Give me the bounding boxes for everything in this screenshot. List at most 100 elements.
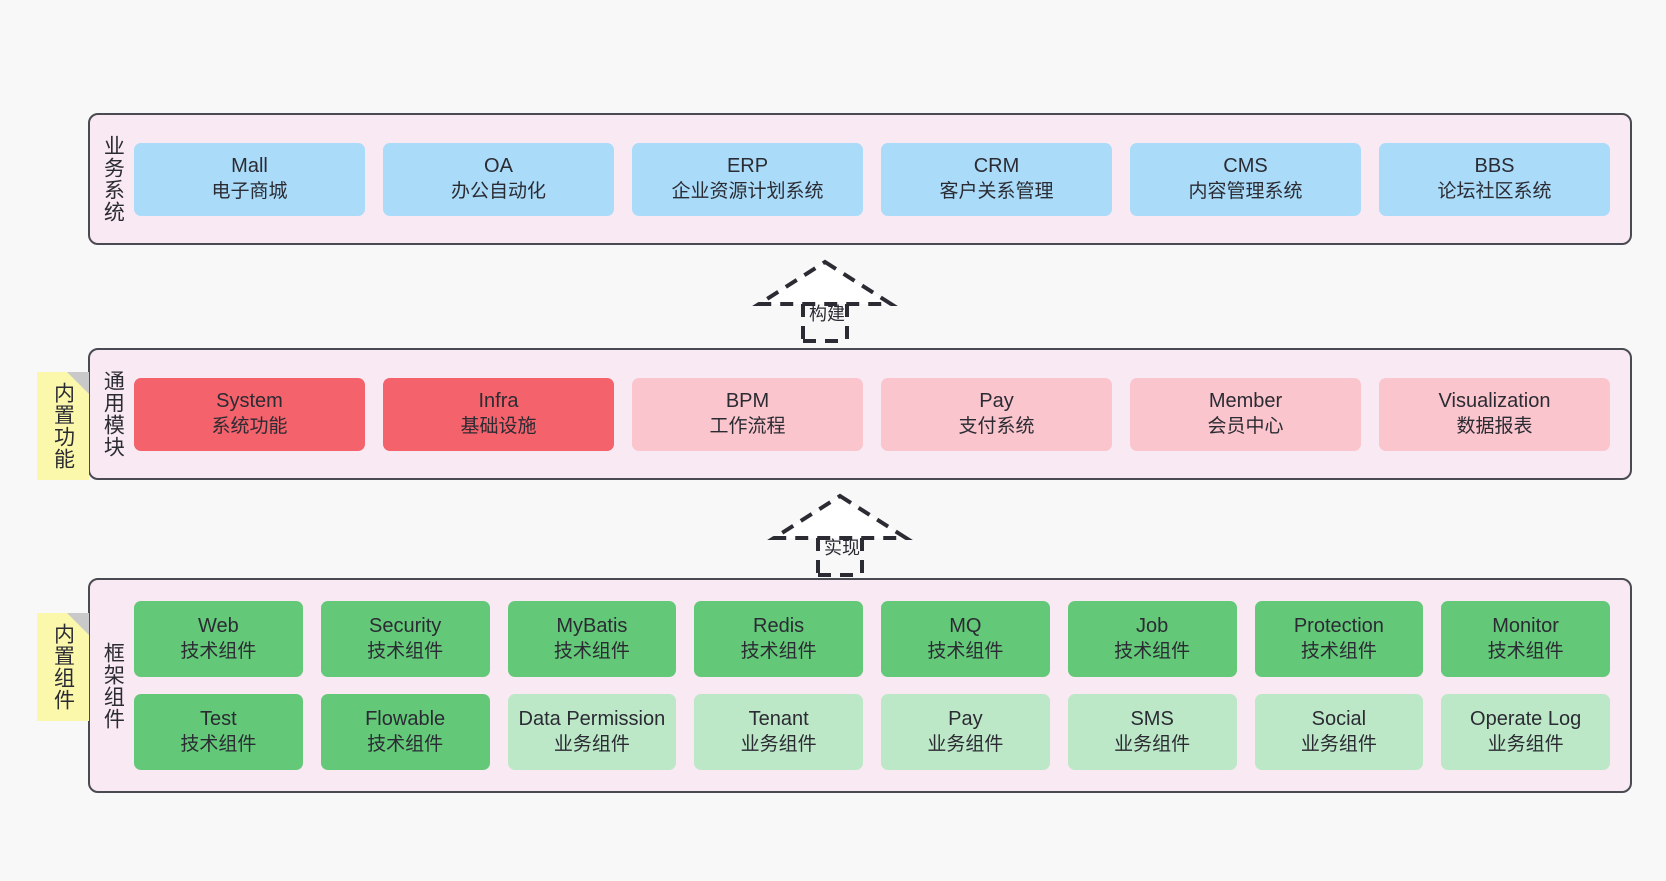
connector-stem-icon (816, 538, 864, 577)
note-builtin-function: 内置功能 (37, 372, 89, 480)
node-title: Data Permission (518, 708, 666, 731)
node-cms[interactable]: CMS 内容管理系统 (1130, 142, 1361, 216)
node-title: Protection (1293, 615, 1384, 638)
node-title: Job (1136, 615, 1169, 638)
node-subtitle: 技术组件 (553, 640, 630, 662)
node-oa[interactable]: OA 办公自动化 (383, 142, 614, 216)
node-mybatis[interactable]: MyBatis 技术组件 (507, 601, 677, 677)
node-title: Mall (231, 155, 268, 178)
node-mall[interactable]: Mall 电子商城 (134, 142, 365, 216)
node-title: Redis (753, 615, 805, 638)
node-row: Test 技术组件 Flowable 技术组件 Data Permission … (134, 694, 1610, 770)
section-body-common-module: System 系统功能 Infra 基础设施 BPM 工作流程 Pay 支付系统… (134, 350, 1630, 478)
node-subtitle: 业务组件 (1114, 733, 1191, 755)
node-monitor[interactable]: Monitor 技术组件 (1441, 601, 1610, 677)
node-subtitle: 技术组件 (1300, 640, 1377, 662)
node-title: BPM (725, 390, 770, 413)
node-pay[interactable]: Pay 支付系统 (881, 377, 1112, 451)
node-title: Infra (478, 390, 519, 413)
node-title: System (216, 390, 283, 413)
node-redis[interactable]: Redis 技术组件 (694, 601, 863, 677)
node-pay-business[interactable]: Pay 业务组件 (881, 694, 1050, 770)
section-label-business-system: 业务系统 (101, 135, 125, 223)
node-subtitle: 会员中心 (1207, 415, 1284, 437)
node-subtitle: 技术组件 (740, 640, 817, 662)
node-subtitle: 技术组件 (367, 733, 444, 755)
node-subtitle: 办公自动化 (450, 180, 546, 202)
node-title: MyBatis (556, 615, 628, 638)
node-title: Monitor (1492, 615, 1559, 638)
node-title: CMS (1223, 155, 1268, 178)
section-body-business-system: Mall 电子商城 OA 办公自动化 ERP 企业资源计划系统 CRM 客户关系… (134, 115, 1630, 243)
node-title: Member (1208, 390, 1283, 413)
node-subtitle: 业务组件 (553, 733, 630, 755)
node-title: Operate Log (1470, 708, 1582, 731)
node-test[interactable]: Test 技术组件 (134, 694, 303, 770)
node-protection[interactable]: Protection 技术组件 (1254, 601, 1424, 677)
node-title: Test (200, 708, 237, 731)
node-infra[interactable]: Infra 基础设施 (383, 377, 614, 451)
node-subtitle: 客户关系管理 (939, 180, 1054, 202)
connector-label-implement: 实现 (824, 538, 860, 558)
node-sms[interactable]: SMS 业务组件 (1067, 694, 1237, 770)
node-data-permission[interactable]: Data Permission 业务组件 (507, 694, 677, 770)
node-row: Web 技术组件 Security 技术组件 MyBatis 技术组件 Redi… (134, 601, 1610, 677)
node-bpm[interactable]: BPM 工作流程 (632, 377, 863, 451)
node-subtitle: 基础设施 (460, 415, 537, 437)
node-job[interactable]: Job 技术组件 (1067, 601, 1237, 677)
node-flowable[interactable]: Flowable 技术组件 (320, 694, 490, 770)
connector-label-build: 构建 (809, 304, 845, 324)
node-crm[interactable]: CRM 客户关系管理 (881, 142, 1112, 216)
connector-implement: 实现 (767, 492, 913, 577)
node-title: Pay (948, 708, 983, 731)
node-subtitle: 业务组件 (740, 733, 817, 755)
generalization-triangle-icon (767, 493, 913, 540)
node-subtitle: 内容管理系统 (1188, 180, 1303, 202)
section-body-framework-component: Web 技术组件 Security 技术组件 MyBatis 技术组件 Redi… (134, 580, 1630, 791)
connector-build: 构建 (752, 258, 898, 343)
node-visualization[interactable]: Visualization 数据报表 (1379, 377, 1610, 451)
node-title: Flowable (365, 708, 446, 731)
node-row: System 系统功能 Infra 基础设施 BPM 工作流程 Pay 支付系统… (134, 377, 1610, 451)
node-title: MQ (949, 615, 982, 638)
node-operate-log[interactable]: Operate Log 业务组件 (1441, 694, 1610, 770)
section-label-framework-component: 框架组件 (101, 641, 125, 730)
node-social[interactable]: Social 业务组件 (1254, 694, 1424, 770)
node-system[interactable]: System 系统功能 (134, 377, 365, 451)
node-subtitle: 业务组件 (1487, 733, 1564, 755)
node-title: Pay (979, 390, 1014, 413)
node-subtitle: 技术组件 (1114, 640, 1191, 662)
node-mq[interactable]: MQ 技术组件 (881, 601, 1050, 677)
node-title: BBS (1474, 155, 1515, 178)
node-title: SMS (1130, 708, 1174, 731)
node-title: Visualization (1438, 390, 1551, 413)
node-security[interactable]: Security 技术组件 (320, 601, 490, 677)
section-framework-component: 框架组件 Web 技术组件 Security 技术组件 MyBatis 技术组件… (88, 578, 1632, 793)
generalization-triangle-icon (752, 259, 898, 306)
node-member[interactable]: Member 会员中心 (1130, 377, 1361, 451)
node-subtitle: 业务组件 (1300, 733, 1377, 755)
node-web[interactable]: Web 技术组件 (134, 601, 303, 677)
node-title: Tenant (748, 708, 809, 731)
node-title: ERP (726, 155, 769, 178)
node-subtitle: 技术组件 (180, 733, 257, 755)
node-subtitle: 技术组件 (1487, 640, 1564, 662)
node-subtitle: 数据报表 (1456, 415, 1533, 437)
node-row: Mall 电子商城 OA 办公自动化 ERP 企业资源计划系统 CRM 客户关系… (134, 142, 1610, 216)
node-subtitle: 工作流程 (709, 415, 786, 437)
node-subtitle: 技术组件 (927, 640, 1004, 662)
node-erp[interactable]: ERP 企业资源计划系统 (632, 142, 863, 216)
node-title: OA (484, 155, 513, 178)
section-label-common-module: 通用模块 (101, 370, 125, 458)
node-subtitle: 论坛社区系统 (1437, 180, 1552, 202)
node-subtitle: 企业资源计划系统 (671, 180, 824, 202)
note-builtin-component: 内置组件 (37, 613, 89, 721)
node-subtitle: 业务组件 (927, 733, 1004, 755)
section-common-module: 通用模块 System 系统功能 Infra 基础设施 BPM 工作流程 Pay… (88, 348, 1632, 480)
node-subtitle: 技术组件 (180, 640, 257, 662)
node-tenant[interactable]: Tenant 业务组件 (694, 694, 863, 770)
note-label: 内置功能 (51, 382, 75, 470)
section-business-system: 业务系统 Mall 电子商城 OA 办公自动化 ERP 企业资源计划系统 CRM… (88, 113, 1632, 245)
node-bbs[interactable]: BBS 论坛社区系统 (1379, 142, 1610, 216)
